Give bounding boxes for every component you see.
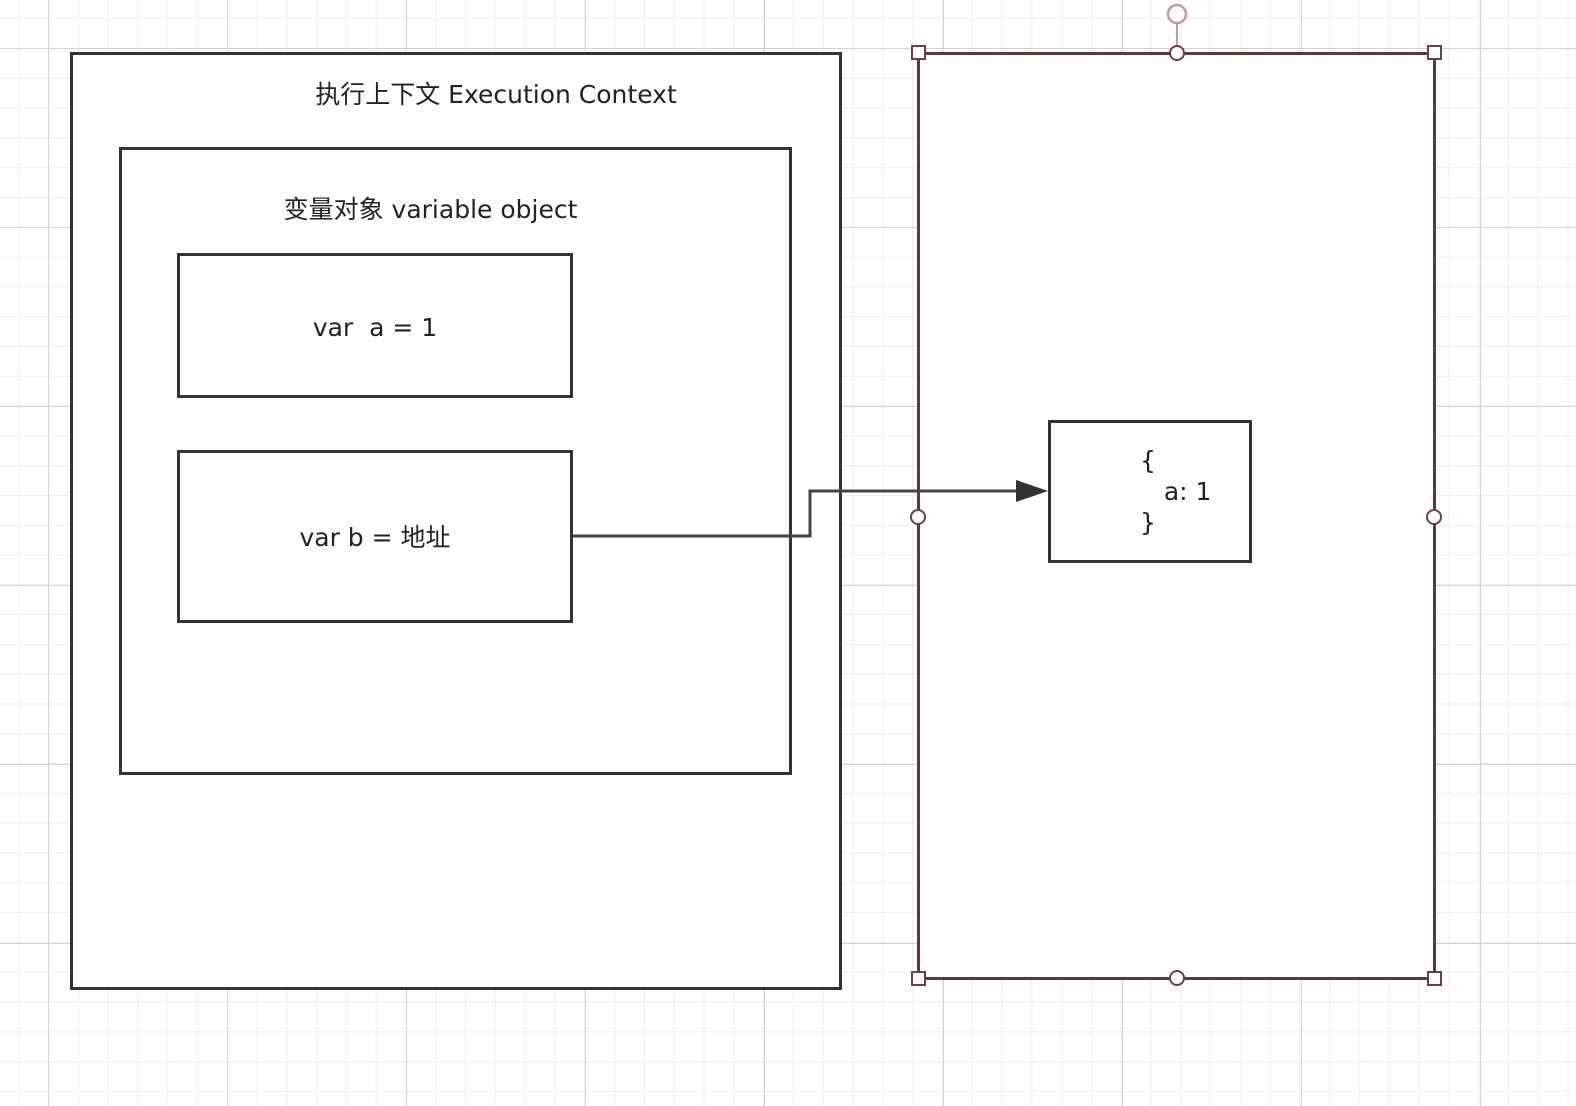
rotate-handle[interactable] — [1166, 3, 1188, 25]
reference-arrow-connector[interactable] — [573, 489, 1016, 538]
variable-object-title: 变量对象 variable object — [283, 195, 578, 224]
var-b-label: var b = 地址 — [299, 523, 451, 552]
var-a-box[interactable] — [177, 253, 573, 398]
resize-handle-bottom-left[interactable] — [911, 971, 926, 986]
resize-handle-right[interactable] — [1426, 509, 1442, 525]
var-b-box[interactable] — [177, 450, 573, 623]
resize-handle-top[interactable] — [1169, 45, 1185, 61]
resize-handle-top-left[interactable] — [911, 45, 926, 60]
resize-handle-left[interactable] — [910, 509, 926, 525]
execution-context-title: 执行上下文 Execution Context — [315, 80, 677, 109]
heap-object-label: { a: 1 } — [1140, 446, 1212, 537]
heap-object-box[interactable] — [1048, 420, 1252, 563]
resize-handle-bottom-right[interactable] — [1427, 971, 1442, 986]
resize-handle-top-right[interactable] — [1427, 45, 1442, 60]
var-a-label: var a = 1 — [312, 313, 438, 342]
resize-handle-bottom[interactable] — [1169, 970, 1185, 986]
